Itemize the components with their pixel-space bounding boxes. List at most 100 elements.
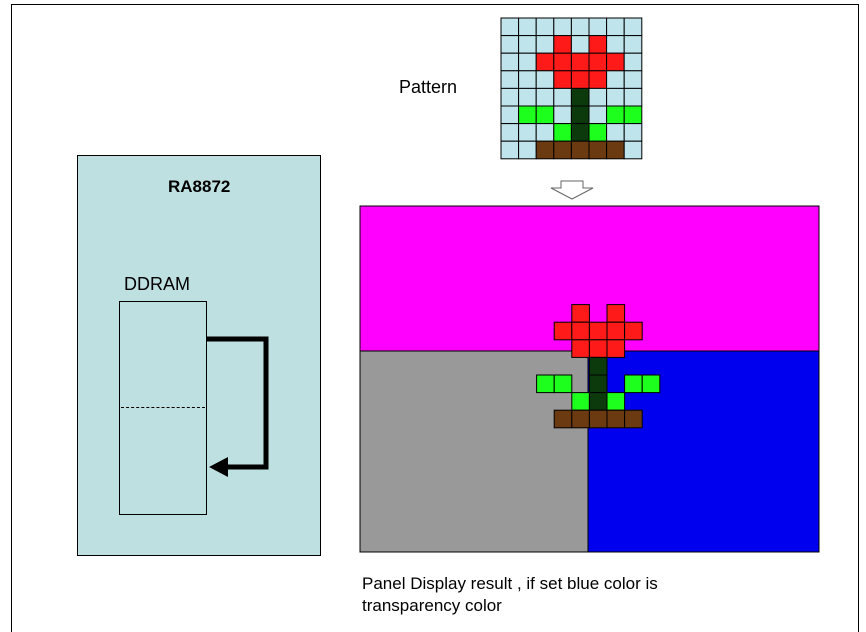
pattern-cell (553, 123, 572, 142)
panel-pattern-cell (553, 409, 573, 429)
pattern-cell (535, 87, 555, 107)
pattern-cell (500, 35, 520, 54)
pattern-cell (518, 105, 537, 125)
pattern-label: Pattern (399, 77, 458, 97)
pattern-cell (606, 87, 625, 107)
panel-pattern-cell (553, 321, 573, 341)
pattern-cell (518, 140, 537, 160)
pattern-cell (623, 140, 643, 160)
pattern-cell (500, 17, 520, 37)
panel-pattern-cell (588, 392, 608, 411)
pattern-grid (500, 17, 643, 160)
pattern-cell (500, 140, 520, 160)
pattern-cell (588, 87, 608, 107)
panel-pattern-cell (571, 304, 590, 323)
pattern-cell (570, 70, 590, 89)
panel-pattern-cell (588, 356, 608, 376)
panel-pattern-cell (571, 339, 590, 358)
pattern-cell (553, 17, 572, 37)
pattern-cell (535, 52, 555, 72)
pattern-cell (588, 70, 608, 89)
pattern-cell (553, 52, 572, 72)
pattern-cell (553, 35, 572, 54)
ddram-divider (121, 407, 205, 408)
pattern-cell (623, 52, 643, 72)
pattern-cell (500, 87, 520, 107)
pattern-cell (623, 17, 643, 37)
pattern-cell (518, 17, 537, 37)
pattern-cell (570, 52, 590, 72)
panel-pattern-cell (606, 321, 626, 341)
pattern-cell (623, 87, 643, 107)
pattern-cell (606, 52, 625, 72)
panel-pattern-cell (606, 409, 626, 429)
ra8872-chip-block (77, 155, 321, 556)
pattern-cell (535, 140, 555, 160)
pattern-cell (553, 105, 572, 125)
pattern-cell (518, 35, 537, 54)
pattern-cell (588, 105, 608, 125)
pattern-cell (588, 17, 608, 37)
pattern-cell (588, 123, 608, 142)
pattern-cell (570, 123, 590, 142)
pattern-cell (606, 140, 625, 160)
chip-title: RA8872 (168, 177, 231, 196)
pattern-cell (500, 52, 520, 72)
pattern-cell (500, 70, 520, 89)
pattern-cell (588, 52, 608, 72)
pattern-cell (623, 123, 643, 142)
pattern-cell (518, 87, 537, 107)
pattern-cell (588, 140, 608, 160)
pattern-cell (553, 87, 572, 107)
pattern-cell (535, 70, 555, 89)
ddram-box (119, 301, 207, 515)
pattern-cell (570, 87, 590, 107)
pattern-cell (623, 35, 643, 54)
pattern-cell (535, 105, 555, 125)
panel-pattern-cell (606, 392, 626, 411)
pattern-cell (606, 123, 625, 142)
pattern-cell (570, 105, 590, 125)
pattern-cell (570, 35, 590, 54)
panel-pattern-cell (553, 374, 573, 394)
ddram-loop-arrow (207, 336, 269, 477)
panel-pattern-cell (571, 392, 590, 411)
ddram-label: DDRAM (124, 274, 190, 294)
panel-pattern-cell (624, 321, 643, 341)
panel-pattern-cell (606, 339, 626, 358)
pattern-cell (606, 17, 625, 37)
pattern-cell (535, 35, 555, 54)
pattern-cell (570, 140, 590, 160)
caption-line-1: Panel Display result , if set blue color… (362, 574, 658, 593)
pattern-cell (606, 70, 625, 89)
pattern-cell (623, 70, 643, 89)
panel-pattern-cell (588, 409, 608, 429)
panel-pattern-result (536, 304, 661, 429)
pattern-cell (518, 123, 537, 142)
pattern-cell (500, 123, 520, 142)
panel-pattern-cell (571, 409, 590, 429)
pattern-cell (518, 70, 537, 89)
pattern-cell (535, 17, 555, 37)
panel-pattern-cell (624, 374, 643, 394)
diagram-frame (11, 4, 859, 632)
pattern-cell (588, 35, 608, 54)
pattern-cell (535, 123, 555, 142)
pattern-cell (570, 17, 590, 37)
caption-line-2: transparency color (362, 596, 502, 615)
panel-pattern-cell (588, 339, 608, 358)
down-arrow-icon (550, 180, 594, 200)
panel-bottom-right-blue (588, 351, 819, 552)
panel-pattern-cell (641, 374, 661, 394)
pattern-cell (553, 70, 572, 89)
panel-pattern-cell (624, 409, 643, 429)
panel-pattern-cell (588, 321, 608, 341)
panel-pattern-cell (606, 304, 626, 323)
panel-pattern-cell (571, 321, 590, 341)
pattern-cell (553, 140, 572, 160)
pattern-cell (606, 105, 625, 125)
pattern-cell (500, 105, 520, 125)
pattern-cell (623, 105, 643, 125)
panel-pattern-cell (588, 374, 608, 394)
